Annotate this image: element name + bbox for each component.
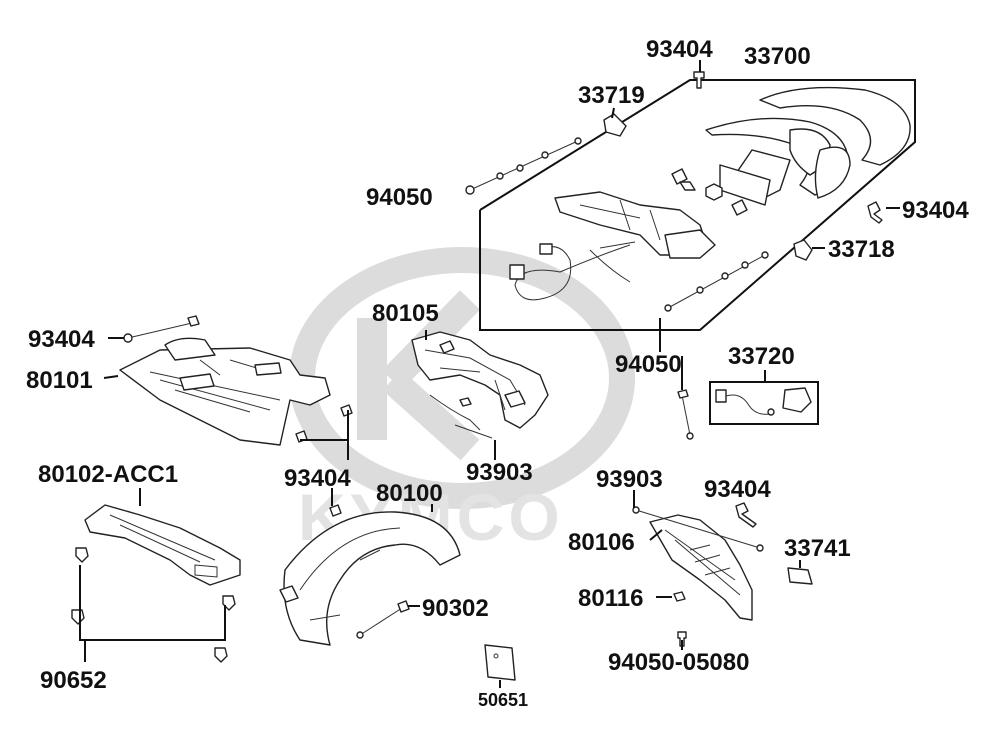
taillight-socket xyxy=(664,229,716,259)
label-93903-center: 93903 xyxy=(466,459,533,486)
label-80105: 80105 xyxy=(372,300,439,327)
label-94050-upper: 94050 xyxy=(366,184,433,211)
screw-80116 xyxy=(673,591,686,602)
tail-lamp-lens xyxy=(759,86,911,166)
label-93404-top: 93404 xyxy=(646,36,713,63)
label-94050-mid: 94050 xyxy=(615,351,682,378)
wiring-harness xyxy=(514,241,636,301)
bracket-80102 xyxy=(84,504,241,586)
label-93404-center: 93404 xyxy=(284,465,351,492)
lamp-mount-plate xyxy=(719,164,771,206)
lamp-reflector xyxy=(814,146,851,199)
label-80100: 80100 xyxy=(376,480,443,507)
tray-80101 xyxy=(119,337,331,446)
frame-80105 xyxy=(411,331,549,439)
label-90302: 90302 xyxy=(422,595,489,622)
label-50651: 50651 xyxy=(478,690,528,710)
label-33718: 33718 xyxy=(828,236,895,263)
screw-93404-left xyxy=(127,322,193,339)
license-bracket-80106 xyxy=(649,514,753,621)
plate-50651 xyxy=(484,644,516,681)
label-90652: 90652 xyxy=(40,667,107,694)
nut-small xyxy=(705,183,723,201)
fender-80100 xyxy=(279,511,461,646)
fasteners-90652 xyxy=(71,547,236,663)
clip-small-2 xyxy=(731,199,748,216)
label-80106: 80106 xyxy=(568,529,635,556)
label-33720: 33720 xyxy=(728,343,795,370)
harness-connector-2 xyxy=(539,243,553,255)
label-80116: 80116 xyxy=(578,585,643,612)
clip-small xyxy=(671,168,688,185)
leader-lines xyxy=(79,60,900,688)
bracket-33719 xyxy=(603,113,627,137)
grommet xyxy=(679,181,696,191)
label-93903-right: 93903 xyxy=(596,466,663,493)
screw-93404-top xyxy=(693,71,705,89)
label-80101: 80101 xyxy=(26,367,93,394)
rod-93903-right xyxy=(635,509,761,549)
bolt-90302 xyxy=(359,607,403,636)
bolt-94050-mid xyxy=(681,394,691,436)
label-33700: 33700 xyxy=(744,43,811,70)
label-93404-right: 93404 xyxy=(902,197,969,224)
assembly-33700-outline xyxy=(479,79,916,331)
screw-93404-center-c xyxy=(329,504,342,517)
label-33741: 33741 xyxy=(784,535,851,562)
label-94050-05080: 94050-05080 xyxy=(608,649,749,676)
bolt-94050-lower xyxy=(667,254,766,309)
part-labels: 93404 33700 33719 94050 93404 33718 8010… xyxy=(26,36,969,710)
label-33719: 33719 xyxy=(578,82,645,109)
assembly-33700 xyxy=(465,79,916,331)
label-80102-acc1: 80102-ACC1 xyxy=(38,461,178,488)
label-93404-left: 93404 xyxy=(28,326,95,353)
clip-33718 xyxy=(793,239,813,261)
label-93404-lower-right: 93404 xyxy=(704,476,771,503)
harness-connector xyxy=(509,264,525,280)
reflector-33741 xyxy=(787,567,813,585)
bolt-94050-upper xyxy=(469,139,581,191)
screw-93404-lower-right xyxy=(735,502,757,528)
license-lamp-33720-box xyxy=(709,381,819,425)
screw-94050-05080 xyxy=(677,631,687,647)
screw-93404-right xyxy=(867,201,883,224)
screw-93404-center-a xyxy=(340,404,353,417)
